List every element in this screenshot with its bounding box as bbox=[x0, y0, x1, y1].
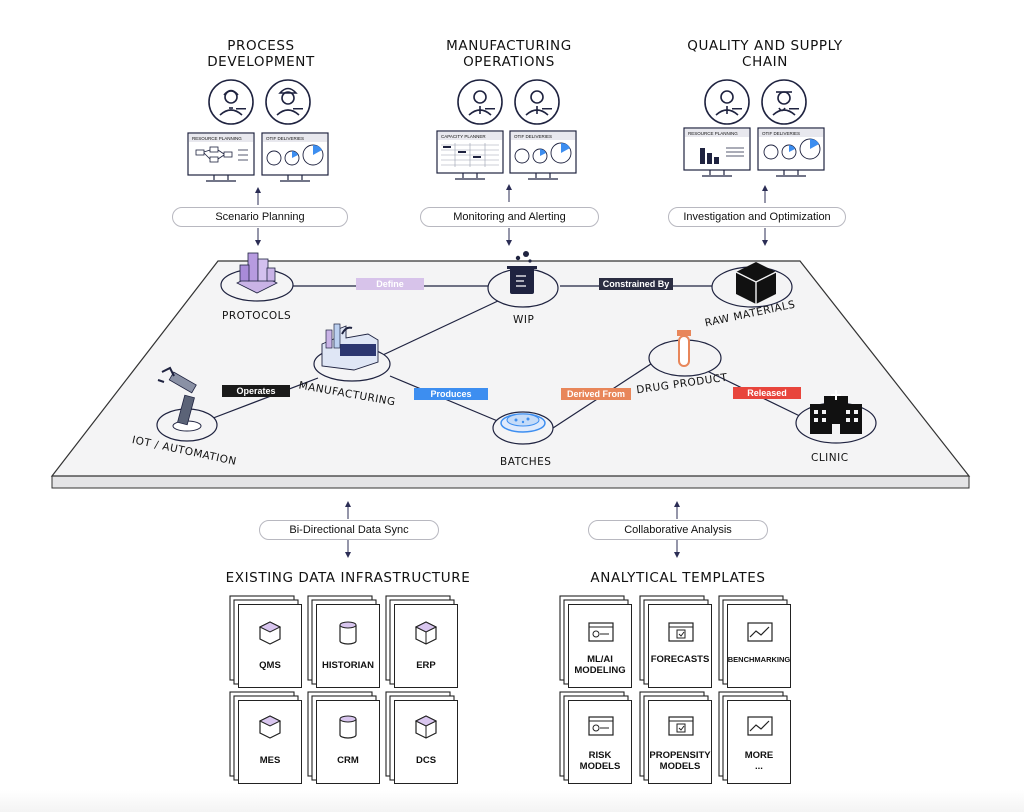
node-label-clinic: CLINIC bbox=[811, 452, 849, 464]
data-source-dcs[interactable]: DCS bbox=[394, 700, 458, 784]
template-label-ml-ai: ML/AI MODELING bbox=[574, 654, 626, 676]
node-label-batches: BATCHES bbox=[500, 456, 552, 468]
monitor-title-otif-deliveries-3: OTIF DELIVERIES bbox=[762, 131, 801, 136]
monitor-title-capacity-planner: CAPACITY PLANNER bbox=[441, 134, 486, 139]
heading-analytical-templates: ANALYTICAL TEMPLATES bbox=[590, 570, 766, 586]
template-benchmarking[interactable]: BENCHMARKING bbox=[727, 604, 791, 688]
beaker-icon bbox=[507, 251, 537, 294]
data-source-label-qms: QMS bbox=[259, 660, 281, 671]
propensity-window-icon bbox=[668, 716, 694, 736]
manager-tie-avatar-icon bbox=[457, 79, 503, 125]
doctor-avatar-icon bbox=[761, 79, 807, 125]
pill-investigation-optimization: Investigation and Optimization bbox=[668, 207, 846, 227]
relation-operates: Operates bbox=[222, 385, 290, 397]
relation-constrained-by: Constrained By bbox=[599, 278, 673, 290]
template-label-benchmarking: BENCHMARKING bbox=[727, 655, 791, 664]
pill-bidirectional-sync: Bi-Directional Data Sync bbox=[259, 520, 439, 540]
petri-dish-icon bbox=[500, 413, 546, 433]
data-source-historian[interactable]: HISTORIAN bbox=[316, 604, 380, 688]
relation-produces: Produces bbox=[414, 388, 488, 400]
data-source-label-historian: HISTORIAN bbox=[321, 660, 375, 671]
monitor-title-otif-deliveries: OTIF DELIVERIES bbox=[266, 136, 305, 141]
line-chart-icon-2 bbox=[747, 716, 773, 736]
data-source-erp[interactable]: ERP bbox=[394, 604, 458, 688]
footer-fade bbox=[0, 790, 1024, 812]
template-label-forecasts: FORECASTS bbox=[650, 654, 710, 665]
heading-existing-data-infrastructure: EXISTING DATA INFRASTRUCTURE bbox=[225, 570, 471, 586]
heading-manufacturing-operations: MANUFACTURING OPERATIONS bbox=[446, 38, 572, 70]
heading-process-development: PROCESS DEVELOPMENT bbox=[207, 38, 315, 70]
monitor-title-resource-planning: RESOURCE PLANNING bbox=[192, 136, 242, 141]
cube-icon-2 bbox=[414, 715, 438, 739]
relation-derived-from: Derived From bbox=[561, 388, 631, 400]
node-label-wip: WIP bbox=[513, 314, 535, 326]
template-label-risk-models: RISK MODELS bbox=[579, 750, 621, 772]
monitor-title-resource-planning-2: RESOURCE PLANNING bbox=[688, 131, 738, 136]
box-icon bbox=[735, 262, 777, 304]
data-source-label-crm: CRM bbox=[337, 755, 359, 766]
operator-avatar-icon bbox=[514, 79, 560, 125]
pill-scenario-planning: Scenario Planning bbox=[172, 207, 348, 227]
pill-monitoring-alerting: Monitoring and Alerting bbox=[420, 207, 599, 227]
template-propensity-models[interactable]: PROPENSITY MODELS bbox=[648, 700, 712, 784]
template-risk-models[interactable]: RISK MODELS bbox=[568, 700, 632, 784]
relation-define: Define bbox=[356, 278, 424, 290]
pill-collaborative-analysis: Collaborative Analysis bbox=[588, 520, 768, 540]
hexagon-block-icon-2 bbox=[258, 715, 282, 739]
relation-released: Released bbox=[733, 387, 801, 399]
risk-model-window-icon bbox=[588, 716, 614, 736]
data-source-crm[interactable]: CRM bbox=[316, 700, 380, 784]
data-source-qms[interactable]: QMS bbox=[238, 604, 302, 688]
vial-icon bbox=[677, 330, 691, 367]
forecast-window-icon bbox=[668, 622, 694, 642]
cube-icon bbox=[414, 621, 438, 645]
analyst-avatar-icon bbox=[704, 79, 750, 125]
persona-avatars bbox=[208, 79, 807, 125]
template-label-more: MORE ... bbox=[744, 750, 774, 772]
node-label-protocols: PROTOCOLS bbox=[222, 310, 292, 322]
robotic-arm-icon bbox=[157, 366, 202, 432]
template-label-propensity-models: PROPENSITY MODELS bbox=[649, 750, 711, 772]
monitor-title-otif-deliveries-2: OTIF DELIVERIES bbox=[514, 134, 553, 139]
worker-hardhat-avatar-icon bbox=[265, 79, 311, 125]
clinic-building-icon bbox=[810, 390, 862, 434]
template-ml-ai-modeling[interactable]: ML/AI MODELING bbox=[568, 604, 632, 688]
ml-model-window-icon bbox=[588, 622, 614, 642]
hexagon-block-icon bbox=[258, 621, 282, 645]
database-cylinder-icon-2 bbox=[339, 715, 357, 739]
template-more[interactable]: MORE ... bbox=[727, 700, 791, 784]
data-source-mes[interactable]: MES bbox=[238, 700, 302, 784]
engineer-headset-avatar-icon bbox=[208, 79, 254, 125]
data-source-label-dcs: DCS bbox=[415, 755, 437, 766]
template-forecasts[interactable]: FORECASTS bbox=[648, 604, 712, 688]
data-source-label-mes: MES bbox=[259, 755, 281, 766]
factory-icon bbox=[321, 323, 379, 371]
heading-quality-supply-chain: QUALITY AND SUPPLY CHAIN bbox=[687, 38, 843, 70]
line-chart-icon bbox=[747, 622, 773, 642]
protocols-blocks-icon bbox=[236, 252, 278, 294]
dashboard-monitors bbox=[187, 127, 825, 182]
database-cylinder-icon bbox=[339, 621, 357, 645]
data-source-label-erp: ERP bbox=[416, 660, 436, 671]
